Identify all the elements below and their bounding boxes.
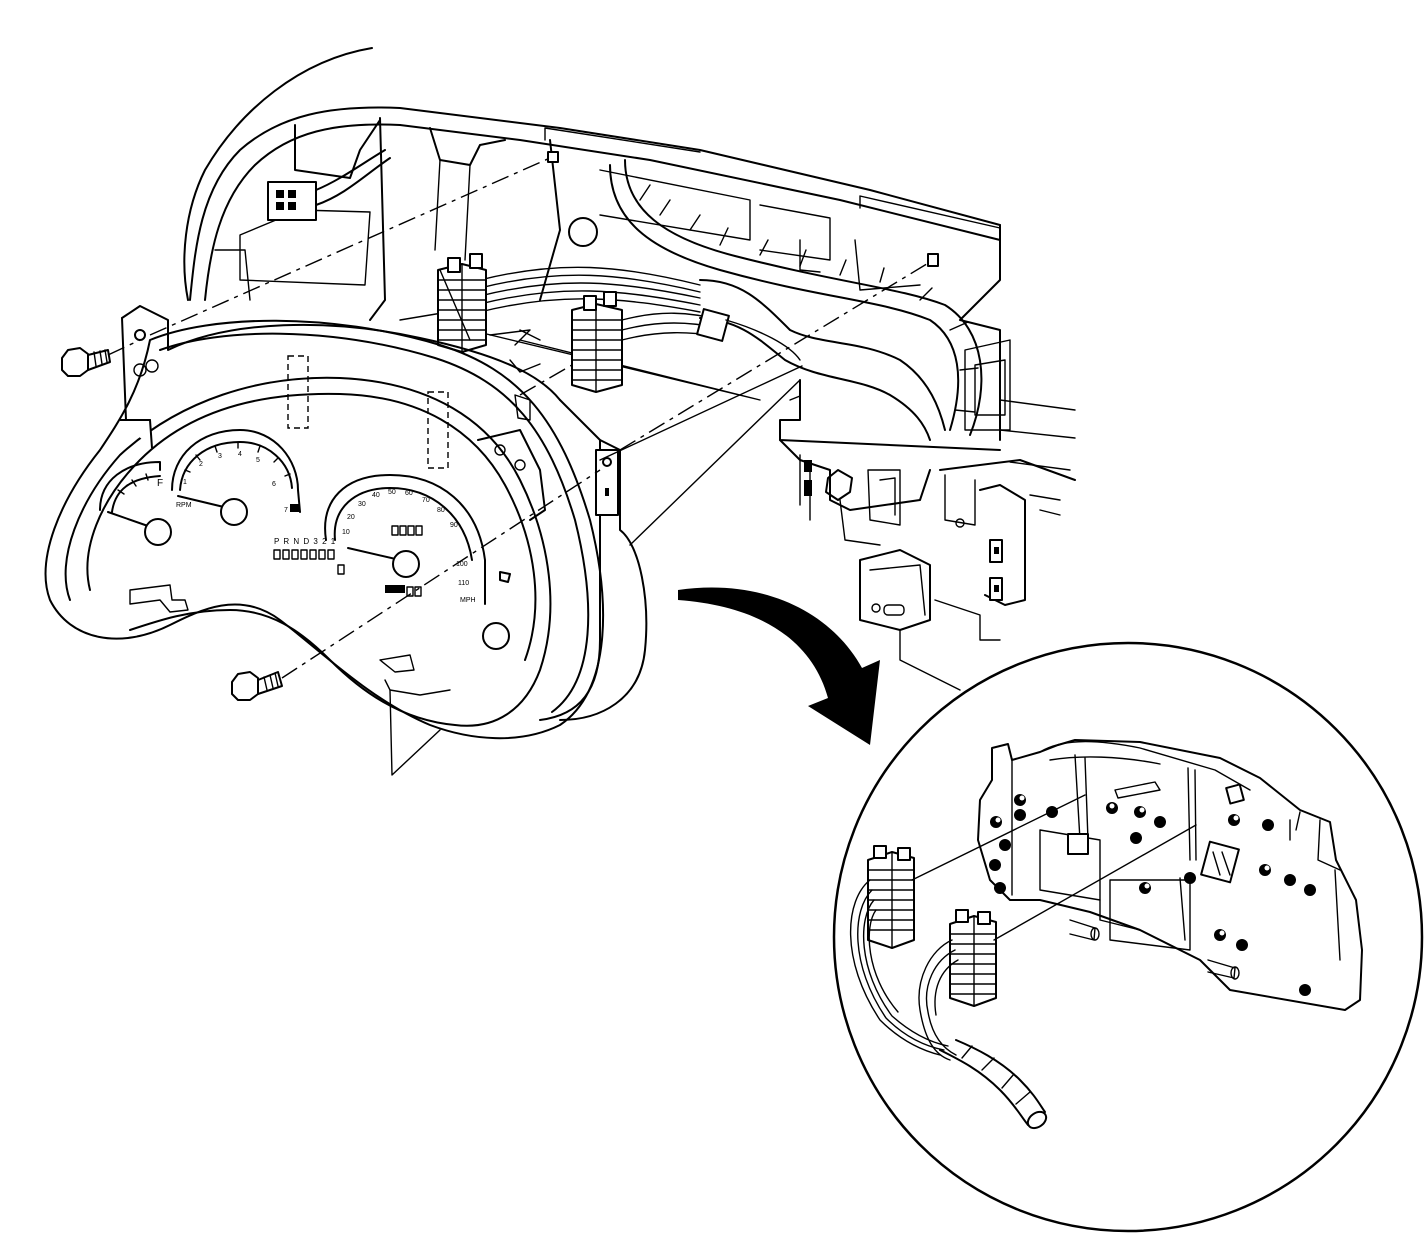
cluster-connector-a xyxy=(437,253,487,353)
detail-view-circle xyxy=(832,641,1424,1233)
upper-harness-connector xyxy=(267,149,391,221)
speed-tick-100: 100 xyxy=(456,561,468,568)
detail-leader-a xyxy=(911,794,1086,881)
alignment-lines xyxy=(107,157,931,776)
mount-hole-upper-left xyxy=(547,151,559,163)
tach-tick-6: 6 xyxy=(272,481,276,488)
tachometer: 1 2 3 4 5 6 7 RPM xyxy=(171,429,301,526)
cluster-connector-b xyxy=(571,291,801,393)
dash-panel-carrier xyxy=(183,47,1076,691)
speed-tick-80: 80 xyxy=(437,507,445,514)
tach-tick-1: 1 xyxy=(183,479,187,486)
detail-connector-b xyxy=(918,909,997,1061)
prndl-label: P R N D 3 2 1 xyxy=(274,537,336,546)
tach-unit-label: RPM xyxy=(176,502,192,509)
fuel-full-mark: F xyxy=(157,478,163,489)
cluster-rear-view xyxy=(977,739,1363,1011)
detail-leader-b xyxy=(993,824,1197,941)
speed-tick-40: 40 xyxy=(372,492,380,499)
reset-knob xyxy=(482,622,510,650)
detail-view-arrow xyxy=(678,587,880,745)
tach-tick-3: 3 xyxy=(218,453,222,460)
mounting-bolt-lower xyxy=(231,671,283,701)
speed-tick-70: 70 xyxy=(422,497,430,504)
speedometer: 10 20 30 40 50 60 70 80 90 100 110 MPH xyxy=(324,474,511,605)
detail-connector-a xyxy=(849,845,949,1056)
tach-tick-4: 4 xyxy=(238,451,242,458)
tach-tick-5: 5 xyxy=(256,457,260,464)
speed-tick-60: 60 xyxy=(405,490,413,497)
speed-tick-90: 90 xyxy=(450,522,458,529)
speed-tick-50: 50 xyxy=(388,489,396,496)
detail-harness-tape xyxy=(939,1039,1048,1130)
speed-unit-label: MPH xyxy=(460,597,476,604)
speed-tick-20: 20 xyxy=(347,514,355,521)
speed-tick-10: 10 xyxy=(342,529,350,536)
tach-max-label: 7 xyxy=(284,507,288,514)
instrument-cluster xyxy=(44,305,648,740)
speed-tick-110: 110 xyxy=(458,580,469,587)
tach-tick-2: 2 xyxy=(199,461,203,468)
prndl-indicator: P R N D 3 2 1 xyxy=(273,537,345,575)
speed-tick-30: 30 xyxy=(358,501,366,508)
mount-hole-upper-right xyxy=(927,253,939,267)
fuel-gauge: F xyxy=(99,461,172,546)
mounting-bolt-upper xyxy=(61,347,111,377)
